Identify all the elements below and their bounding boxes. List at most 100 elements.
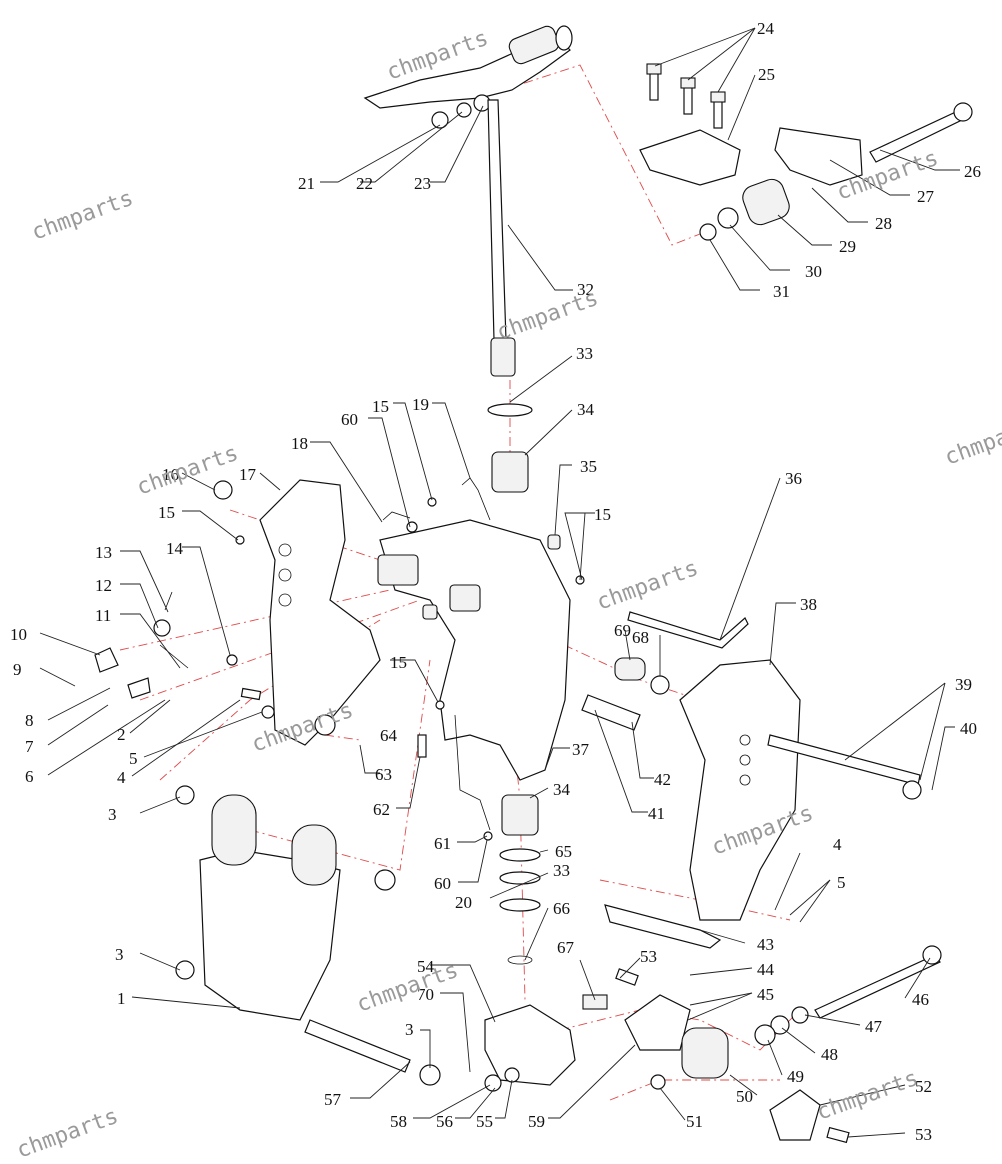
lower-parts	[484, 904, 942, 1144]
callout-44: 44	[757, 960, 775, 979]
callout-51: 51	[686, 1112, 703, 1131]
callout-4: 4	[117, 768, 126, 787]
callout-62: 62	[373, 800, 390, 819]
callout-4b: 4	[833, 835, 842, 854]
small-fittings	[94, 477, 749, 841]
callout-12: 12	[95, 576, 112, 595]
callout-28: 28	[875, 214, 892, 233]
callout-45: 45	[757, 985, 774, 1004]
callout-15d: 15	[390, 653, 407, 672]
callout-46: 46	[912, 990, 929, 1009]
callout-29: 29	[839, 237, 856, 256]
callout-54: 54	[417, 957, 435, 976]
callout-1: 1	[117, 989, 126, 1008]
callout-60: 60	[341, 410, 358, 429]
callout-43: 43	[757, 935, 774, 954]
callout-67: 67	[557, 938, 575, 957]
callout-66: 66	[553, 899, 570, 918]
callout-39: 39	[955, 675, 972, 694]
callout-60b: 60	[434, 874, 451, 893]
callout-55: 55	[476, 1112, 493, 1131]
leader-lines	[39, 27, 960, 1138]
callout-21: 21	[298, 174, 315, 193]
right-clamp-bracket	[679, 659, 922, 921]
callout-42: 42	[654, 770, 671, 789]
steering-arm-assembly	[363, 25, 573, 377]
callout-33: 33	[576, 344, 593, 363]
callout-70: 70	[417, 985, 434, 1004]
callout-65: 65	[555, 842, 572, 861]
callout-47: 47	[865, 1017, 883, 1036]
callout-53: 53	[640, 947, 657, 966]
callout-33b: 33	[553, 861, 570, 880]
callout-34: 34	[577, 400, 595, 419]
callout-6: 6	[25, 767, 34, 786]
callout-20: 20	[455, 893, 472, 912]
watermark-text: chmparts	[14, 1104, 122, 1164]
callout-57: 57	[324, 1090, 342, 1109]
callout-59: 59	[528, 1112, 545, 1131]
callout-37: 37	[572, 740, 590, 759]
swivel-bracket	[377, 519, 571, 781]
callout-18: 18	[291, 434, 308, 453]
upper-right-parts	[639, 63, 973, 241]
callout-30: 30	[805, 262, 822, 281]
callout-35: 35	[580, 457, 597, 476]
callout-56: 56	[436, 1112, 453, 1131]
callout-15: 15	[158, 503, 175, 522]
callout-17: 17	[239, 465, 257, 484]
watermark-text: chmparts	[594, 556, 702, 616]
callout-32: 32	[577, 280, 594, 299]
left-clamp-bracket	[213, 479, 381, 746]
callout-40: 40	[960, 719, 977, 738]
callout-numbers: 1 2 3 3 3 4 4 5 5 6 7 8 9 10 11 12 13 14…	[10, 19, 981, 1144]
watermark-text: chmparts	[354, 958, 462, 1018]
callout-23: 23	[414, 174, 431, 193]
callout-22: 22	[356, 174, 373, 193]
center-bushings	[487, 403, 541, 965]
watermark-text: chmparts	[814, 1066, 922, 1126]
callout-25: 25	[758, 65, 775, 84]
callout-49: 49	[787, 1067, 804, 1086]
callout-41: 41	[648, 804, 665, 823]
callout-58: 58	[390, 1112, 407, 1131]
callout-11: 11	[95, 606, 111, 625]
watermark-text: chmparts	[29, 186, 137, 246]
callout-68: 68	[632, 628, 649, 647]
callout-53b: 53	[915, 1125, 932, 1144]
callout-69: 69	[614, 621, 631, 640]
callout-15b: 15	[372, 397, 389, 416]
callout-8: 8	[25, 711, 34, 730]
callout-19: 19	[412, 395, 429, 414]
callout-9: 9	[13, 660, 22, 679]
callout-14: 14	[166, 539, 184, 558]
callout-2: 2	[117, 725, 126, 744]
callout-61: 61	[434, 834, 451, 853]
callout-26: 26	[964, 162, 981, 181]
watermark-text: chmparts	[942, 411, 1002, 471]
callout-27: 27	[917, 187, 935, 206]
callout-3c: 3	[405, 1020, 414, 1039]
callout-34b: 34	[553, 780, 571, 799]
callout-5: 5	[129, 749, 138, 768]
watermark-text: chmparts	[494, 286, 602, 346]
callout-15c: 15	[594, 505, 611, 524]
callout-36: 36	[785, 469, 802, 488]
callout-13: 13	[95, 543, 112, 562]
callout-16: 16	[162, 465, 179, 484]
callout-52: 52	[915, 1077, 932, 1096]
callout-64: 64	[380, 726, 398, 745]
callout-38: 38	[800, 595, 817, 614]
callout-3: 3	[108, 805, 117, 824]
callout-24: 24	[757, 19, 775, 38]
callout-3b: 3	[115, 945, 124, 964]
callout-31: 31	[773, 282, 790, 301]
tilt-unit	[175, 785, 441, 1086]
callout-50: 50	[736, 1087, 753, 1106]
callout-10: 10	[10, 625, 27, 644]
callout-63: 63	[375, 765, 392, 784]
callout-7: 7	[25, 737, 34, 756]
callout-48: 48	[821, 1045, 838, 1064]
callout-5b: 5	[837, 873, 846, 892]
